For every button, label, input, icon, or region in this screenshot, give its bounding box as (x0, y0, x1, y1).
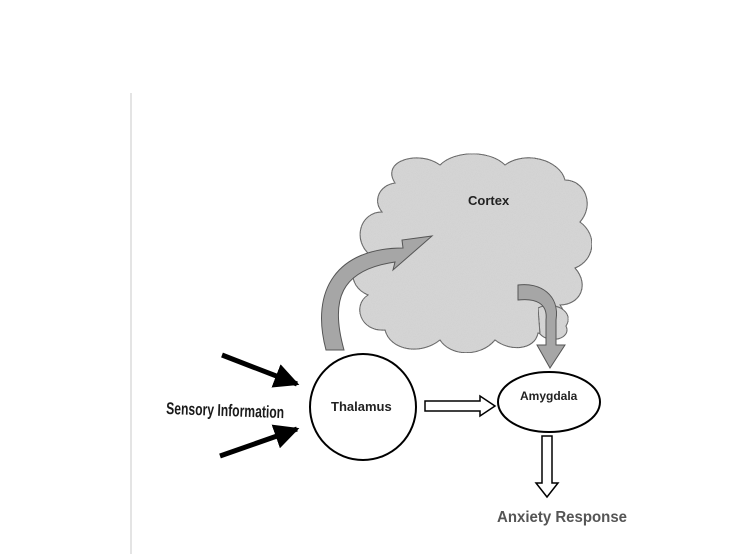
anxiety-response-label: Anxiety Response (497, 509, 627, 526)
amygdala-label: Amygdala (520, 389, 578, 403)
cortex-to-amygdala-arrow (517, 284, 566, 369)
amygdala-to-response-arrow (534, 435, 560, 499)
amygdala-node: Amygdala (497, 371, 601, 433)
sensory-arrow-upper (221, 352, 300, 388)
thalamus-label: Thalamus (331, 399, 392, 414)
sensory-arrow-lower (219, 424, 300, 459)
thalamus-node: Thalamus (309, 353, 417, 461)
cortex-cloud: Cortex (352, 153, 593, 354)
thalamus-to-cortex-arrow (321, 235, 434, 351)
thalamus-to-amygdala-arrow (424, 394, 497, 418)
sensory-information-label: Sensory Information (166, 399, 285, 422)
cortex-label: Cortex (468, 193, 510, 208)
